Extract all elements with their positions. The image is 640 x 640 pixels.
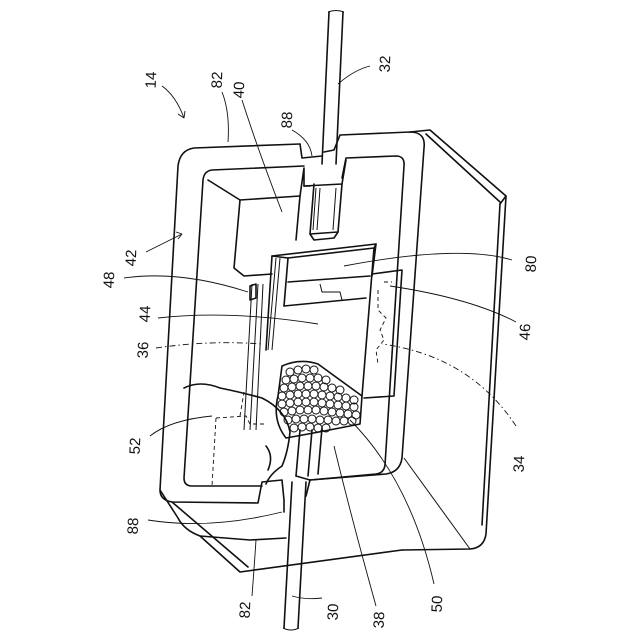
reference-numerals: 14 82 40 88 32 42 80 48 46 44 36 34 52 8… xyxy=(101,55,541,628)
label-52: 52 xyxy=(127,437,145,454)
label-82-bottom: 82 xyxy=(237,601,255,618)
lower-tube xyxy=(296,428,322,480)
label-40: 40 xyxy=(231,81,249,98)
label-30: 30 xyxy=(325,603,343,620)
label-44: 44 xyxy=(137,305,155,322)
label-88-top: 88 xyxy=(279,111,297,128)
label-50: 50 xyxy=(429,595,447,612)
label-14: 14 xyxy=(143,71,161,88)
label-38: 38 xyxy=(371,611,389,628)
label-82-top: 82 xyxy=(209,71,227,88)
lead-wire-bottom xyxy=(283,482,306,630)
label-32: 32 xyxy=(377,55,395,72)
label-34: 34 xyxy=(511,455,529,472)
cutaway-region xyxy=(184,384,290,486)
outer-case xyxy=(160,130,506,572)
label-88-bottom: 88 xyxy=(125,517,143,534)
label-42: 42 xyxy=(123,249,141,266)
lead-wire-top xyxy=(322,11,344,165)
label-80: 80 xyxy=(523,255,541,272)
label-46: 46 xyxy=(517,323,535,340)
label-48: 48 xyxy=(101,271,119,288)
label-36: 36 xyxy=(135,341,153,358)
